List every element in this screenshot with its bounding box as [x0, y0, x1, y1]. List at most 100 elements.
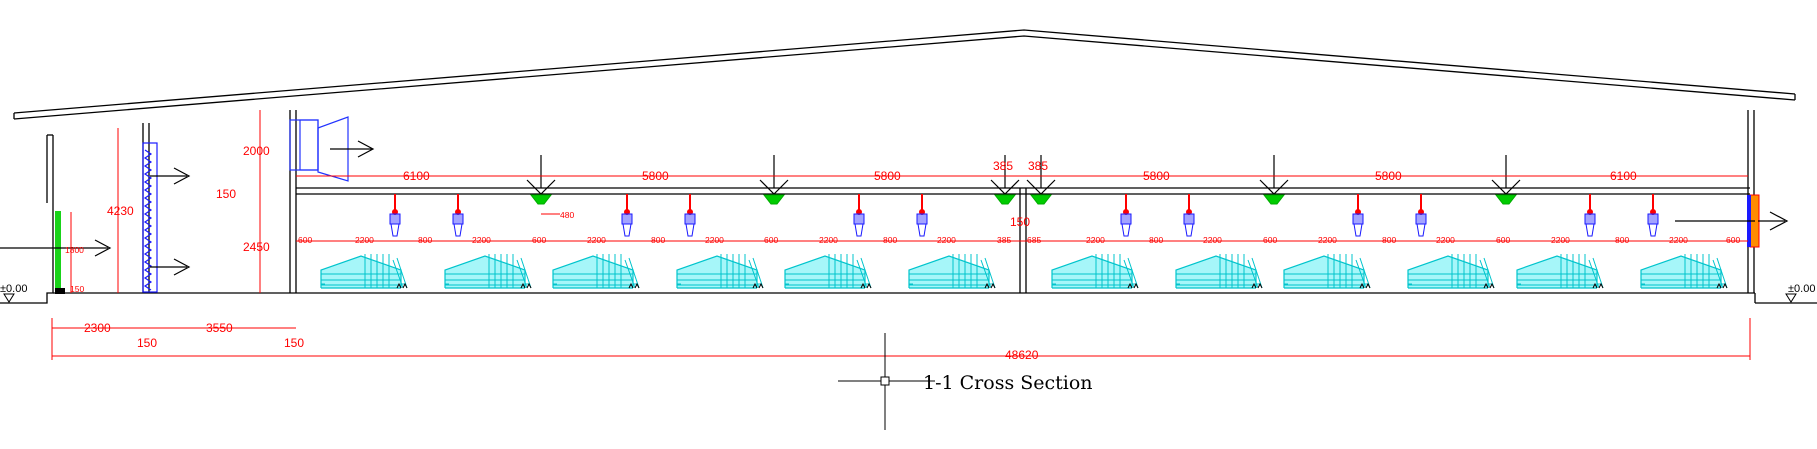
level-right-label: ±0.00: [1788, 283, 1815, 295]
cage-set: [444, 253, 532, 289]
dim-top-3: 5800: [874, 169, 901, 183]
cage-set: [1516, 253, 1604, 289]
row-dim: 2200: [1318, 235, 1337, 245]
dim-480: 480: [560, 210, 574, 220]
cooling-pad: [142, 142, 158, 293]
cage-set: [908, 253, 996, 289]
feeder: [916, 193, 928, 237]
cad-crosshair: [838, 333, 935, 430]
cage-set: [1051, 253, 1139, 289]
cage-row: [320, 253, 1728, 289]
dim-4230: 4230: [107, 204, 134, 218]
row-dim: 2200: [1086, 235, 1105, 245]
feeder: [853, 193, 865, 237]
dim-top-8: 6100: [1610, 169, 1637, 183]
inlet-flap: [1494, 194, 1518, 205]
drawing-title: 1-1 Cross Section: [923, 372, 1093, 394]
inlet-flap: [1262, 194, 1286, 205]
level-marker-left: ±0.00: [0, 283, 27, 303]
side-wall-panel: [55, 211, 61, 291]
row-dim: 800: [1149, 235, 1163, 245]
row-dim: 600: [764, 235, 778, 245]
row-dim: 800: [651, 235, 665, 245]
dim-2300: 2300: [84, 321, 111, 335]
feeder: [452, 193, 464, 237]
dim-top-2: 5800: [642, 169, 669, 183]
inlet-flap: [529, 194, 553, 205]
ceiling-inlets: [526, 155, 1521, 205]
dim-top-4: 385: [993, 159, 1013, 173]
dimension-labels: 6100 5800 5800 385 385 5800 5800 6100 42…: [65, 144, 1740, 362]
dim-150-mid: 150: [1010, 215, 1030, 229]
row-dim: 800: [1382, 235, 1396, 245]
feeder: [389, 193, 401, 237]
row-dim: 2200: [587, 235, 606, 245]
row-dim: 2200: [472, 235, 491, 245]
ceiling-inlet: [990, 155, 1020, 195]
feeder: [684, 193, 696, 237]
level-marker-right: ±0.00: [1785, 283, 1815, 303]
feeder: [1415, 193, 1427, 237]
row-dim: 2200: [1551, 235, 1570, 245]
ceiling-inlet: [526, 155, 556, 195]
row-dim: 2200: [1669, 235, 1688, 245]
cage-set: [552, 253, 640, 289]
feeder: [621, 193, 633, 237]
dim-3550: 3550: [206, 321, 233, 335]
ceiling-inlet: [1259, 155, 1289, 195]
cage-set: [1175, 253, 1263, 289]
dim-1800: 1800: [65, 245, 84, 255]
dim-top-5: 385: [1028, 159, 1048, 173]
tunnel-fan: [289, 116, 349, 182]
dim-150-ceiling: 150: [216, 187, 236, 201]
inlet-flap: [1029, 194, 1053, 205]
dim-2000: 2000: [243, 144, 270, 158]
dim-150-base: 150: [70, 284, 84, 294]
dim-top-7: 5800: [1375, 169, 1402, 183]
row-dim: 2200: [705, 235, 724, 245]
inlet-flap: [762, 194, 786, 205]
row-dim: 2200: [355, 235, 374, 245]
cage-set: [784, 253, 872, 289]
row-dim: 2200: [819, 235, 838, 245]
row-dim: 685: [1027, 235, 1041, 245]
feeder: [1352, 193, 1364, 237]
row-dim: 2200: [1436, 235, 1455, 245]
cage-set: [1407, 253, 1495, 289]
row-dim: 600: [1263, 235, 1277, 245]
row-dim: 800: [883, 235, 897, 245]
row-dim: 600: [532, 235, 546, 245]
ceiling-inlet: [1026, 155, 1056, 195]
cage-set: [1640, 253, 1728, 289]
level-left-label: ±0.00: [0, 283, 27, 295]
row-dim: 600: [298, 235, 312, 245]
dim-total: 48620: [1005, 348, 1039, 362]
row-dim: 600: [1496, 235, 1510, 245]
airflow-arrows: [0, 140, 1789, 276]
row-dim: 385: [997, 235, 1011, 245]
row-dim: 2200: [937, 235, 956, 245]
dim-150-bottom-1: 150: [137, 336, 157, 350]
feeder: [1183, 193, 1195, 237]
ceiling-inlet: [759, 155, 789, 195]
dim-150-bottom-2: 150: [284, 336, 304, 350]
cage-set: [1283, 253, 1371, 289]
dim-top-6: 5800: [1143, 169, 1170, 183]
row-dim: 2200: [1203, 235, 1222, 245]
cage-set: [676, 253, 764, 289]
row-dim: 800: [418, 235, 432, 245]
cage-set: [320, 253, 408, 289]
wall-bracket: [55, 288, 65, 294]
dim-top-1: 6100: [403, 169, 430, 183]
feeder: [1120, 193, 1132, 237]
feeder: [1647, 193, 1659, 237]
dimension-lines: [51, 110, 1751, 360]
feeder: [1584, 193, 1596, 237]
row-dim: 800: [1615, 235, 1629, 245]
roof: [13, 29, 1796, 120]
dim-2450: 2450: [243, 240, 270, 254]
inlet-flap: [993, 194, 1017, 205]
ceiling-inlet: [1491, 155, 1521, 195]
row-dim: 600: [1726, 235, 1740, 245]
